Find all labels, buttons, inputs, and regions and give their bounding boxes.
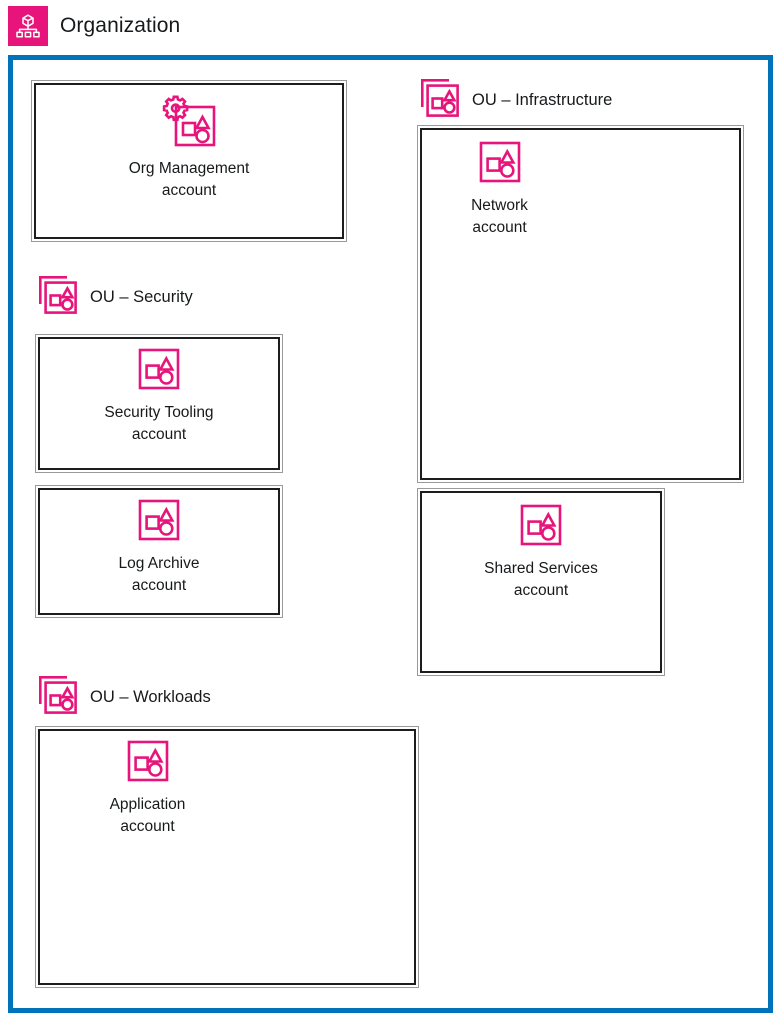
account-card-log-archive[interactable]: Log Archive account (35, 485, 283, 618)
ou-icon (38, 675, 80, 720)
ou-icon (420, 78, 462, 123)
management-account-icon (162, 95, 216, 152)
ou-label: OU – Infrastructure (472, 91, 613, 109)
ou-label: OU – Workloads (90, 688, 211, 706)
organization-header: Organization (8, 4, 180, 48)
account-card-shared-services[interactable]: Shared Services account (417, 488, 665, 676)
ou-label: OU – Security (90, 288, 193, 306)
account-icon (477, 140, 523, 189)
account-name: Application account (109, 796, 186, 835)
page-title: Organization (60, 14, 181, 37)
account-name: Security Tooling account (104, 404, 214, 443)
ou-heading-security[interactable]: OU – Security (38, 275, 193, 320)
account-name: Org Management account (128, 160, 250, 199)
account-icon (136, 347, 182, 396)
account-card-network[interactable]: Network account (417, 125, 744, 483)
account-name: Log Archive account (118, 555, 200, 594)
account-card-org-management[interactable]: Org Management account (31, 80, 347, 242)
ou-heading-workloads[interactable]: OU – Workloads (38, 675, 211, 720)
account-name: Network account (471, 197, 528, 236)
account-icon (518, 503, 564, 552)
organization-icon (8, 6, 48, 46)
ou-heading-infrastructure[interactable]: OU – Infrastructure (420, 78, 612, 123)
account-name: Shared Services account (484, 560, 598, 599)
account-card-application[interactable]: Application account (35, 726, 419, 988)
account-card-security-tooling[interactable]: Security Tooling account (35, 334, 283, 473)
account-icon (136, 498, 182, 547)
account-icon (125, 739, 171, 788)
ou-icon (38, 275, 80, 320)
